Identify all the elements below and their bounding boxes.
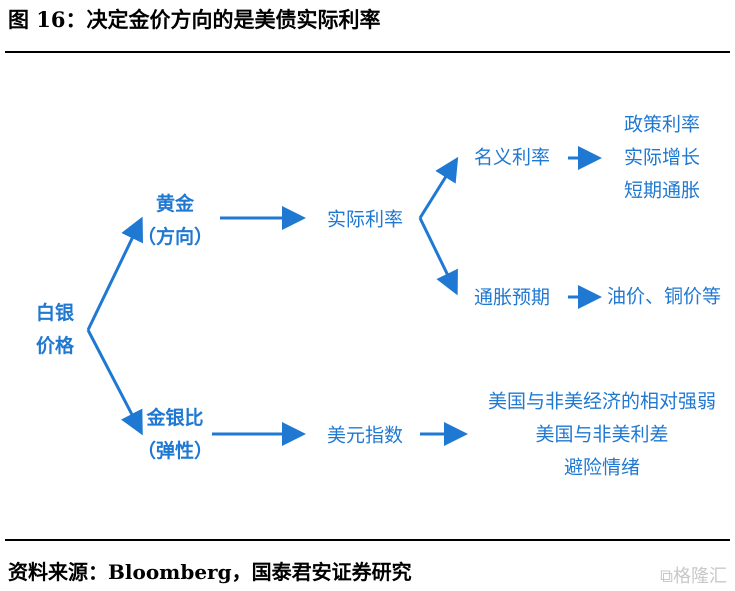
node-silver-price: 白银价格 [35,302,75,357]
node-gold: 黄金（方向） [136,193,214,248]
node-gold-silver-ratio: 金银比（弹性） [136,407,214,462]
top-rule [5,51,730,53]
node-inflation-drivers: 油价、铜价等 [606,285,722,308]
arrow-realrate-inflation [418,217,458,296]
node-inflation-expectation: 通胀预期 [473,286,551,309]
arrow-silver-ratio [86,329,143,436]
source-note: 资料来源：Bloomberg，国泰君安证券研究 [8,560,412,584]
node-usd-index: 美元指数 [326,424,404,447]
node-usd-drivers: 美国与非美经济的相对强弱美国与非美利差避险情绪 [487,390,717,479]
node-real-rate: 实际利率 [326,208,404,231]
node-nominal-drivers: 政策利率实际增长短期通胀 [623,113,701,202]
node-nominal-rate: 名义利率 [473,146,551,169]
watermark-icon: ⧉ [660,566,673,587]
bottom-rule [5,539,730,541]
figure-title: 图 16：决定金价方向的是美债实际利率 [8,7,381,32]
watermark-logo: ⧉格隆汇 [660,566,727,587]
arrow-realrate-nominal [418,156,459,219]
arrow-silver-gold [86,216,144,331]
